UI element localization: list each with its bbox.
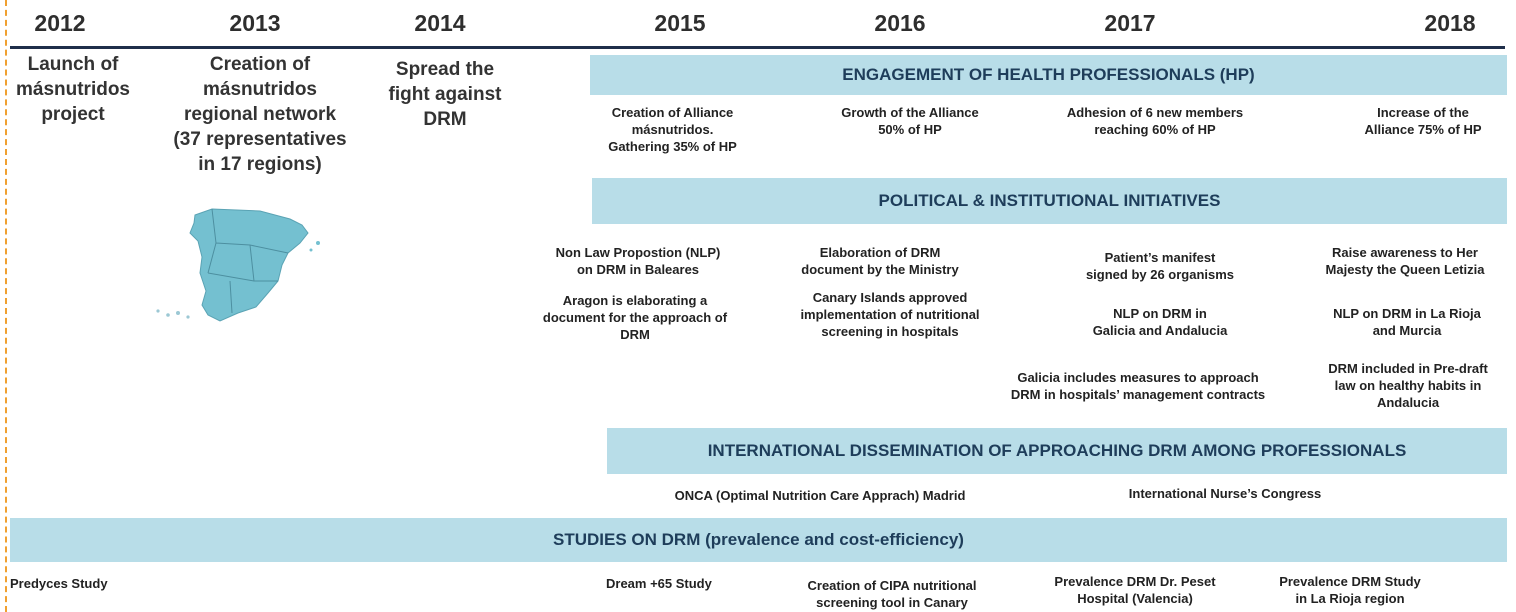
political-note-manifest: Patient’s manifest signed by 26 organism… (1050, 249, 1270, 283)
political-note-aragon: Aragon is elaborating a document for the… (510, 292, 760, 343)
political-note-nlp-baleares: Non Law Propostion (NLP) on DRM in Balea… (518, 244, 758, 278)
note-line: reaching 60% of HP (1094, 122, 1216, 137)
milestone-2014: Spread the fight against DRM (375, 57, 515, 132)
hp-note-2018: Increase of the Alliance 75% of HP (1330, 104, 1516, 138)
study-note-predyces: Predyces Study (10, 576, 108, 591)
milestone-2014-line: Spread the (395, 59, 495, 80)
note-line: DRM in hospitals’ management contracts (1010, 387, 1266, 402)
political-note-galicia-contracts: Galicia includes measures to approach DR… (968, 369, 1308, 403)
note-line: NLP on DRM in (1113, 306, 1207, 321)
milestone-2012-line: project (41, 104, 105, 125)
note-line: Hospital (Valencia) (1077, 591, 1193, 606)
note-line: Prevalence DRM Dr. Peset (1054, 574, 1216, 589)
note-line: Creation of CIPA nutritional (807, 578, 977, 593)
milestone-2013-line: Creation of (209, 54, 311, 75)
note-line: implementation of nutritional (800, 307, 980, 322)
note-line: Adhesion of 6 new members (1066, 105, 1244, 120)
milestone-2013-line: másnutridos (202, 79, 318, 100)
note-line: Aragon is elaborating a (562, 293, 708, 308)
study-note-cipa: Creation of CIPA nutritional screening t… (772, 577, 1012, 611)
note-line: law on healthy habits in (1334, 378, 1482, 393)
political-note-nlp-rioja: NLP on DRM in La Rioja and Murcia (1302, 305, 1512, 339)
note-line: on DRM in Baleares (576, 262, 700, 277)
political-note-nlp-galicia: NLP on DRM in Galicia and Andalucia (1060, 305, 1260, 339)
note-line: Andalucia (1376, 395, 1440, 410)
political-note-predraft: DRM included in Pre-draft law on healthy… (1302, 360, 1514, 411)
note-line: Alliance 75% of HP (1364, 122, 1482, 137)
note-line: Gathering 35% of HP (608, 139, 737, 154)
study-note-dream: Dream +65 Study (606, 576, 712, 591)
political-note-canary: Canary Islands approved implementation o… (765, 289, 1015, 340)
note-line: and Murcia (1372, 323, 1442, 338)
year-2014: 2014 (414, 10, 466, 36)
note-line: signed by 26 organisms (1085, 267, 1235, 282)
note-line: DRM included in Pre-draft (1328, 361, 1488, 376)
note-line: DRM (620, 327, 650, 342)
milestone-2012: Launch of másnutridos project (8, 52, 138, 127)
note-line: Raise awareness to Her (1332, 245, 1478, 260)
hp-note-2015: Creation of Alliance másnutridos. Gather… (570, 104, 775, 155)
note-line: Creation of Alliance (611, 105, 734, 120)
year-2018: 2018 (1424, 10, 1476, 36)
year-2015: 2015 (654, 10, 706, 36)
note-line: Canary Islands approved (812, 290, 968, 305)
band-international-dissemination: INTERNATIONAL DISSEMINATION OF APPROACHI… (607, 428, 1507, 474)
note-line: Prevalence DRM Study (1279, 574, 1421, 589)
note-line: screening in hospitals (821, 324, 959, 339)
hp-note-2016: Growth of the Alliance 50% of HP (810, 104, 1010, 138)
political-note-ministry: Elaboration of DRM document by the Minis… (760, 244, 1000, 278)
band-studies-drm: STUDIES ON DRM (prevalence and cost-effi… (10, 518, 1507, 562)
note-line: Patient’s manifest (1104, 250, 1216, 265)
note-line: Galicia and Andalucia (1092, 323, 1228, 338)
political-note-queen: Raise awareness to Her Majesty the Queen… (1298, 244, 1512, 278)
note-line: document by the Ministry (801, 262, 959, 277)
note-line: Elaboration of DRM (819, 245, 941, 260)
note-line: Non Law Propostion (NLP) (555, 245, 721, 260)
year-2012: 2012 (34, 10, 86, 36)
note-line: 50% of HP (878, 122, 942, 137)
note-line: Majesty the Queen Letizia (1325, 262, 1485, 277)
band-health-professionals: ENGAGEMENT OF HEALTH PROFESSIONALS (HP) (590, 55, 1507, 95)
spain-map-icon (156, 208, 320, 322)
note-line: in La Rioja region (1295, 591, 1405, 606)
note-line: NLP on DRM in La Rioja (1333, 306, 1481, 321)
international-note-onca: ONCA (Optimal Nutrition Care Apprach) Ma… (674, 488, 966, 503)
year-2016: 2016 (874, 10, 926, 36)
note-line: document for the approach of (542, 310, 728, 325)
timeline-axis (10, 46, 1505, 49)
international-note-nurse: International Nurse’s Congress (1128, 486, 1322, 501)
timeline-left-dashed-line (5, 0, 7, 612)
year-2013: 2013 (229, 10, 281, 36)
note-line: Increase of the (1377, 105, 1469, 120)
note-line: Growth of the Alliance (841, 105, 979, 120)
note-line: másnutridos. (631, 122, 714, 137)
milestone-2013-line: in 17 regions) (198, 154, 322, 175)
study-note-rioja: Prevalence DRM Study in La Rioja region (1250, 573, 1450, 607)
hp-note-2017: Adhesion of 6 new members reaching 60% o… (1035, 104, 1275, 138)
study-note-peset: Prevalence DRM Dr. Peset Hospital (Valen… (1025, 573, 1245, 607)
milestone-2014-line: fight against (388, 84, 502, 105)
note-line: screening tool in Canary (816, 595, 968, 610)
milestone-2014-line: DRM (423, 109, 467, 130)
band-political-initiatives: POLITICAL & INSTITUTIONAL INITIATIVES (592, 178, 1507, 224)
milestone-2012-line: Launch of (27, 54, 119, 75)
milestone-2013: Creation of másnutridos regional network… (160, 52, 360, 177)
note-line: Galicia includes measures to approach (1017, 370, 1259, 385)
milestone-2013-line: (37 representatives (173, 129, 347, 150)
year-2017: 2017 (1104, 10, 1156, 36)
milestone-2013-line: regional network (183, 104, 337, 125)
milestone-2012-line: másnutridos (15, 79, 131, 100)
